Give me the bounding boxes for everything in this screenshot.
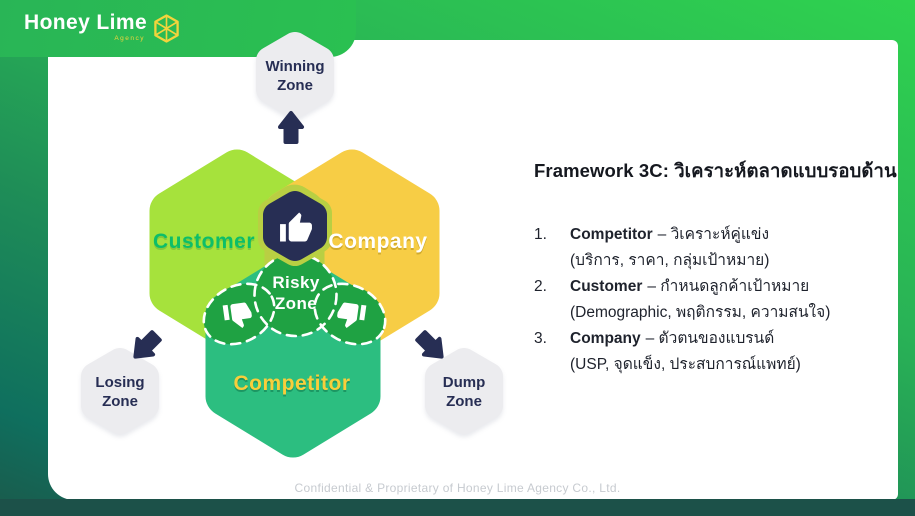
list-item: 2. Customer– กำหนดลูกค้าเป้าหมาย (Demogr…	[534, 274, 898, 326]
framework-panel: Framework 3C: วิเคราะห์ตลาดแบบรอบด้าน 1.…	[534, 157, 898, 378]
hexagon-citrus-icon	[154, 14, 179, 43]
item-desc: – กำหนดลูกค้าเป้าหมาย	[647, 278, 810, 295]
item-desc: – วิเคราะห์คู่แข่ง	[657, 226, 770, 243]
item-name: Company	[570, 330, 641, 347]
list-item: 3. Company– ตัวตนของแบรนด์ (USP, จุดแข็ง…	[534, 326, 898, 378]
brand-subtitle: Agency	[114, 35, 146, 42]
item-detail: (Demographic, พฤติกรรม, ความสนใจ)	[570, 304, 831, 321]
confidentiality-note: Confidential & Proprietary of Honey Lime…	[294, 481, 621, 495]
list-item: 1. Competitor– วิเคราะห์คู่แข่ง (บริการ,…	[534, 222, 898, 274]
item-name: Competitor	[570, 226, 653, 243]
list-number: 3.	[534, 330, 547, 347]
item-detail: (USP, จุดแข็ง, ประสบการณ์แพทย์)	[570, 356, 801, 373]
item-desc: – ตัวตนของแบรนด์	[645, 330, 775, 347]
brand-name: Honey Lime	[24, 11, 148, 34]
list-number: 2.	[534, 278, 547, 295]
item-name: Customer	[570, 278, 643, 295]
framework-title: Framework 3C: วิเคราะห์ตลาดแบบรอบด้าน	[534, 160, 897, 181]
item-detail: (บริการ, ราคา, กลุ่มเป้าหมาย)	[570, 252, 770, 269]
list-number: 1.	[534, 226, 547, 243]
bottom-bar	[0, 499, 915, 516]
logo-block: Honey Lime Agency	[0, 0, 356, 57]
brand-logo: Honey Lime Agency	[24, 11, 180, 43]
